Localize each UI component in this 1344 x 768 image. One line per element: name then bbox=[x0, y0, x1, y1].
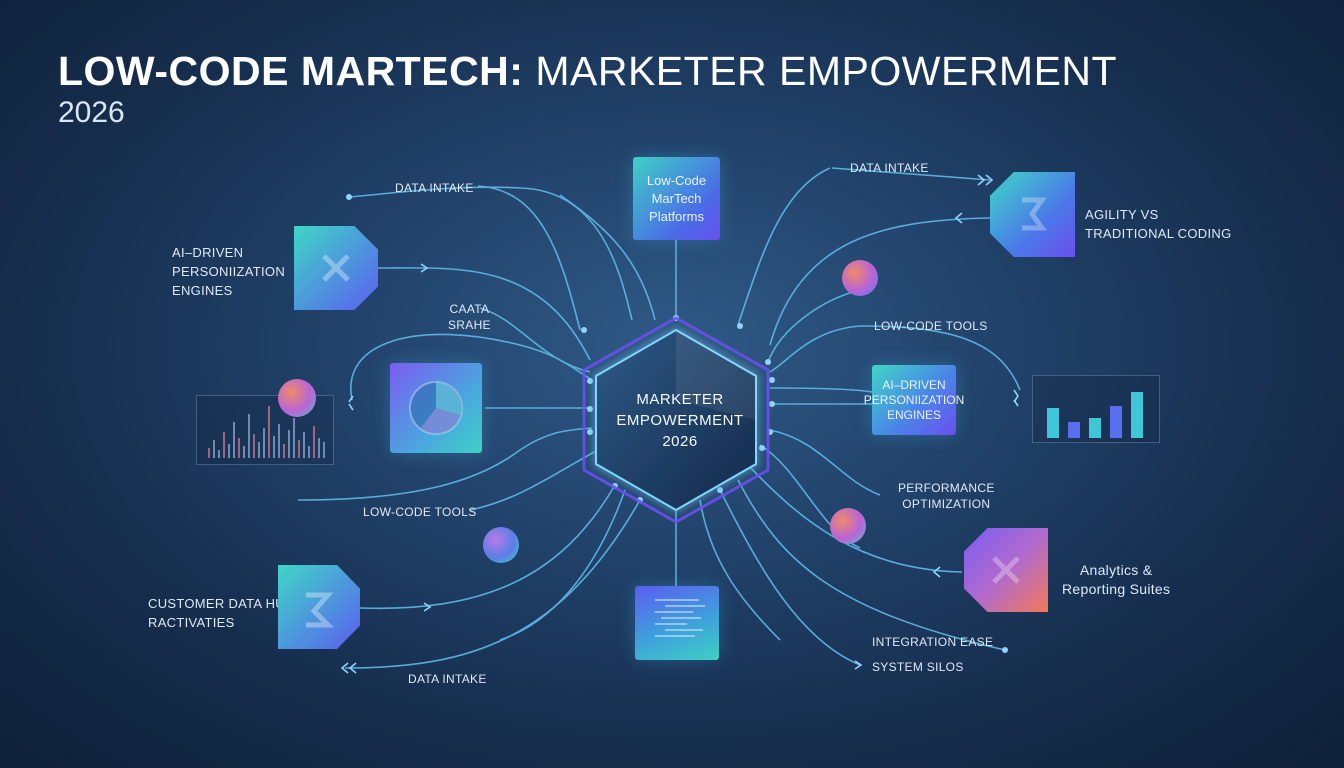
bar-mark bbox=[1110, 406, 1122, 438]
bar-mark bbox=[1089, 418, 1101, 438]
label-low-code-tools-right: LOW-CODE TOOLS bbox=[874, 319, 988, 333]
label-data-intake-top-left: DATA INTAKE bbox=[395, 181, 474, 195]
gradient-orb-icon-left-top bbox=[278, 379, 316, 417]
label-customer-data-hub: CUSTOMER DATA HUḃ RACTIVATIES bbox=[148, 596, 293, 630]
page-subtitle-year: 2026 bbox=[58, 96, 125, 129]
bar-mark bbox=[1047, 408, 1059, 438]
pie-icon bbox=[390, 363, 482, 453]
bar-chart-icon bbox=[1032, 375, 1160, 443]
gradient-orb-icon-right-bottom bbox=[830, 508, 866, 544]
bar-mark bbox=[1068, 422, 1080, 438]
label-ai-left: AI–DRIVEN PERSONIIZATION ENGINES bbox=[172, 245, 286, 298]
label-low-code-tools-left: LOW-CODE TOOLS bbox=[363, 505, 477, 519]
ai-right-box: AI–DRIVEN PERSONIIZATION ENGINES bbox=[864, 365, 964, 435]
gradient-orb-icon-right-top bbox=[842, 260, 878, 296]
label-analytics: Analytics & Reporting Suites bbox=[1062, 562, 1171, 597]
label-caata: CAATA SRAHE bbox=[448, 302, 491, 332]
tag-icon-ai-left bbox=[294, 226, 378, 310]
tag-icon-analytics bbox=[964, 528, 1048, 612]
bar-mark bbox=[1131, 392, 1143, 438]
label-performance: PERFORMANCE OPTIMIZATION bbox=[898, 481, 995, 511]
page-title: LOW-CODE MARTECH: MARKETER EMPOWERMENT bbox=[58, 48, 1118, 94]
label-integration-ease: INTEGRATION EASE bbox=[872, 635, 994, 649]
center-hexagon bbox=[582, 316, 770, 524]
label-data-intake-bottom: DATA INTAKE bbox=[408, 672, 487, 686]
center-label: MARKETER EMPOWERMENT 2026 bbox=[616, 391, 744, 450]
gradient-orb-icon-left-bottom bbox=[483, 527, 519, 563]
tag-icon-agility bbox=[990, 172, 1075, 257]
label-system-silos: SYSTEM SILOS bbox=[872, 660, 964, 674]
tag-icon-customer-data bbox=[278, 565, 360, 649]
label-agility: AGILITY VS TRADITIONAL CODING bbox=[1085, 207, 1232, 241]
label-data-intake-top-right: DATA INTAKE bbox=[850, 161, 929, 175]
code-lines-icon bbox=[635, 586, 719, 660]
low-code-platforms-box: Low-Code MarTech Platforms bbox=[633, 157, 720, 240]
